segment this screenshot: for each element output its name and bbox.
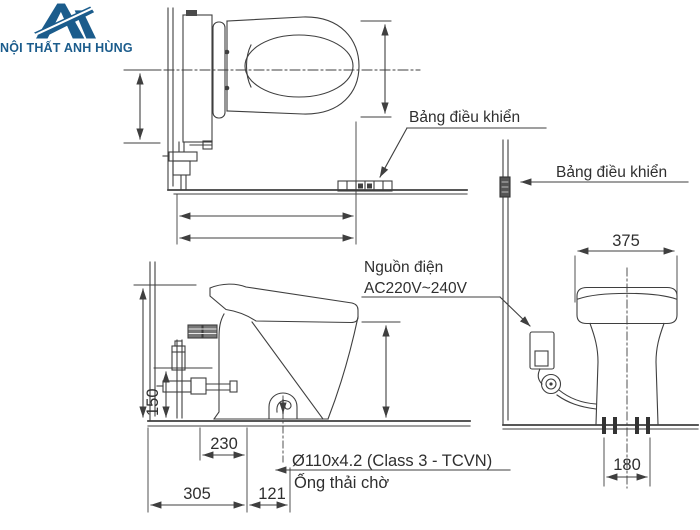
- bowl-oval: [244, 34, 354, 98]
- brand-name: NỘI THẤT ANH HÙNG: [0, 41, 133, 55]
- dim-label-305: 305: [183, 485, 211, 503]
- waste-outlet: [268, 392, 298, 463]
- plan-dimension-depth: [176, 121, 357, 245]
- power-cord-coil: [537, 368, 597, 410]
- brand-logo-mark: [34, 3, 96, 39]
- label-pipe-spec: Ø110x4.2 (Class 3 - TCVN): [292, 452, 492, 470]
- dimension-230: [199, 427, 248, 513]
- side-wall-line: [149, 261, 156, 422]
- label-control-panel-rear: Bảng điều khiển: [556, 164, 667, 181]
- plan-dimension-right: [360, 20, 392, 118]
- power-outlet-box: [529, 331, 555, 370]
- rear-pedestal-right: [655, 322, 665, 425]
- supply-valve-assembly: [156, 339, 238, 419]
- dim-label-150: 150: [144, 388, 162, 416]
- pedestal-front-edge: [251, 321, 324, 420]
- pedestal-front-outline: [327, 316, 359, 420]
- inlet-fitting-plan: [162, 140, 213, 191]
- rear-seat-band: [576, 286, 678, 325]
- dimension-305-121: [147, 427, 291, 513]
- label-power-source: Nguồn điện: [364, 259, 443, 276]
- side-view: [133, 261, 511, 513]
- vent-grille: [187, 324, 218, 339]
- rear-pedestal-left: [589, 322, 599, 425]
- floor-bolts: [602, 417, 650, 434]
- washlet-unit-plan: [182, 14, 213, 143]
- rear-dimension-width: [574, 247, 678, 303]
- dimension-180: [603, 437, 651, 487]
- side-dimension-seat-height: [361, 321, 401, 418]
- plan-dimension-left: [123, 69, 161, 144]
- dim-label-180: 180: [613, 456, 641, 474]
- plan-wall-line: [167, 7, 174, 191]
- label-control-panel-top: Bảng điều khiển: [409, 109, 520, 126]
- seat-lid-outline: [226, 16, 360, 115]
- power-source-leader: [361, 296, 531, 327]
- bowl-inner-arc: [245, 44, 252, 88]
- washlet-unit-bump: [186, 10, 197, 16]
- rear-seat-top-arc: [577, 292, 677, 300]
- dim-label-230: 230: [210, 435, 238, 453]
- top-view: [123, 7, 547, 245]
- control-panel-top-leader: [379, 127, 547, 178]
- seat-wedge-profile: [209, 283, 359, 324]
- pedestal-back-edge: [213, 313, 225, 420]
- dim-label-375: 375: [612, 232, 640, 250]
- label-waste-pipe: Ống thải chờ: [294, 472, 389, 492]
- wall-control-panel: [499, 176, 511, 198]
- dim-label-121: 121: [258, 485, 286, 503]
- label-power-voltage: AC220V~240V: [364, 280, 468, 297]
- side-dimension-inlet-height: [153, 367, 213, 418]
- rear-view: [361, 139, 699, 489]
- side-dimension-overall-height: [133, 284, 197, 418]
- brand-logo: NỘI THẤT ANH HÙNG: [0, 2, 133, 55]
